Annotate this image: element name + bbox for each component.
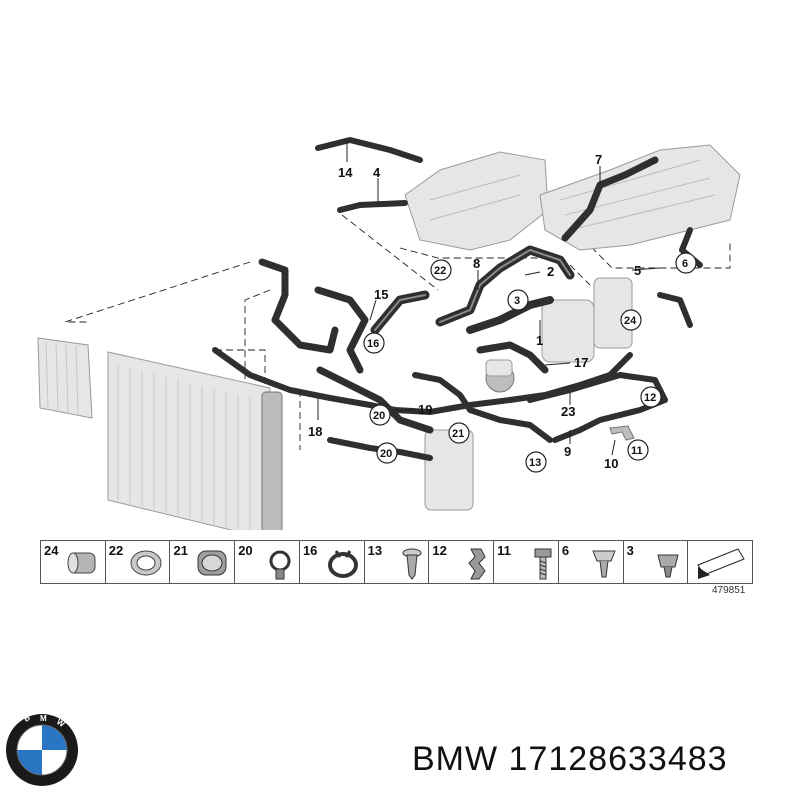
parts-cell-number: 12 bbox=[432, 543, 447, 558]
svg-text:W: W bbox=[55, 717, 67, 729]
circled-callouts bbox=[363, 252, 697, 473]
callout-19: 19 bbox=[418, 402, 432, 417]
part-number: 17128633483 bbox=[508, 740, 728, 778]
plastic-nut-icon bbox=[657, 554, 679, 578]
spring-clip-icon bbox=[269, 550, 291, 580]
parts-cell-20: 20 bbox=[235, 541, 300, 583]
leader-lines bbox=[317, 140, 661, 456]
push-clip-icon bbox=[591, 550, 616, 578]
callout-24: 24 bbox=[624, 315, 637, 327]
callout-11: 11 bbox=[631, 445, 643, 457]
brand-part-number-label: BMW 17128633483 bbox=[412, 740, 728, 779]
callout-14: 14 bbox=[338, 165, 353, 180]
parts-cell-number: 24 bbox=[44, 543, 59, 558]
parts-cell-pointer bbox=[688, 541, 752, 583]
callout-numbers: 14 4 7 22 8 2 3 6 5 15 16 24 1 17 12 18 … bbox=[308, 152, 688, 471]
callout-22: 22 bbox=[434, 265, 446, 277]
parts-cell-24: 24 bbox=[41, 541, 106, 583]
auxiliary-radiator bbox=[37, 337, 93, 419]
diagram-reference-number: 479851 bbox=[712, 585, 746, 596]
bmw-logo: B M W bbox=[6, 713, 78, 786]
parts-cell-number: 16 bbox=[302, 543, 318, 558]
svg-text:M: M bbox=[40, 714, 47, 723]
radiator bbox=[107, 351, 283, 530]
parts-cell-21: 21 bbox=[170, 541, 236, 583]
callout-6: 6 bbox=[682, 258, 688, 270]
parts-cell-number: 20 bbox=[238, 543, 253, 558]
callout-5: 5 bbox=[634, 263, 641, 278]
callout-18: 18 bbox=[308, 424, 322, 439]
cooling-hoses-diagram: 14 4 7 22 8 2 3 6 5 15 16 24 1 17 12 18 … bbox=[37, 137, 741, 530]
parts-cell-12: 12 bbox=[429, 541, 495, 583]
parts-cell-number: 11 bbox=[497, 543, 511, 558]
callout-3: 3 bbox=[514, 295, 520, 307]
wide-clamp-icon bbox=[130, 550, 162, 576]
holder-clip-icon bbox=[468, 548, 486, 580]
callout-12: 12 bbox=[644, 392, 656, 404]
coolant-pump bbox=[485, 359, 515, 393]
engine-block bbox=[404, 144, 741, 251]
callout-8: 8 bbox=[473, 256, 480, 271]
parts-cell-22: 22 bbox=[106, 541, 171, 583]
callout-23: 23 bbox=[561, 404, 575, 419]
parts-cell-13: 13 bbox=[365, 541, 430, 583]
parts-cell-11: 11 bbox=[494, 541, 559, 583]
coolant-hoses bbox=[212, 137, 703, 461]
callout-20-upper: 20 bbox=[373, 410, 385, 422]
parts-cell-number: 21 bbox=[173, 543, 188, 558]
bolt-icon bbox=[534, 548, 552, 580]
callout-20-lower: 20 bbox=[380, 448, 392, 460]
callout-15: 15 bbox=[374, 287, 388, 302]
expansion-tank bbox=[541, 277, 633, 363]
brand-name: BMW bbox=[412, 740, 499, 778]
callout-13: 13 bbox=[529, 457, 541, 469]
callout-9: 9 bbox=[564, 444, 571, 459]
fastener-parts-strip: 24 22 21 20 16 13 bbox=[40, 540, 753, 584]
bracket bbox=[609, 425, 635, 441]
expanding-rivet-icon bbox=[402, 548, 422, 580]
hose-clamp-icon bbox=[67, 552, 96, 574]
callout-7: 7 bbox=[595, 152, 602, 167]
lower-pipe-unit bbox=[424, 429, 474, 511]
callout-17: 17 bbox=[574, 355, 588, 370]
callout-10: 10 bbox=[604, 456, 618, 471]
parts-cell-number: 6 bbox=[561, 543, 570, 558]
arrow-pointer-icon bbox=[697, 548, 745, 579]
parts-cell-number: 13 bbox=[367, 543, 383, 558]
callout-2: 2 bbox=[547, 264, 554, 279]
parts-cell-number: 3 bbox=[626, 543, 634, 558]
callout-16: 16 bbox=[367, 338, 379, 350]
parts-cell-3: 3 bbox=[624, 541, 689, 583]
parts-cell-number: 22 bbox=[108, 543, 124, 558]
callout-1: 1 bbox=[536, 333, 543, 348]
parts-cell-6: 6 bbox=[559, 541, 624, 583]
svg-text:B: B bbox=[22, 713, 32, 724]
band-clamp-icon bbox=[197, 550, 227, 576]
callout-4: 4 bbox=[373, 165, 381, 180]
parts-cell-16: 16 bbox=[300, 541, 365, 583]
callout-21: 21 bbox=[452, 428, 464, 440]
spring-band-clamp-icon bbox=[327, 550, 358, 578]
